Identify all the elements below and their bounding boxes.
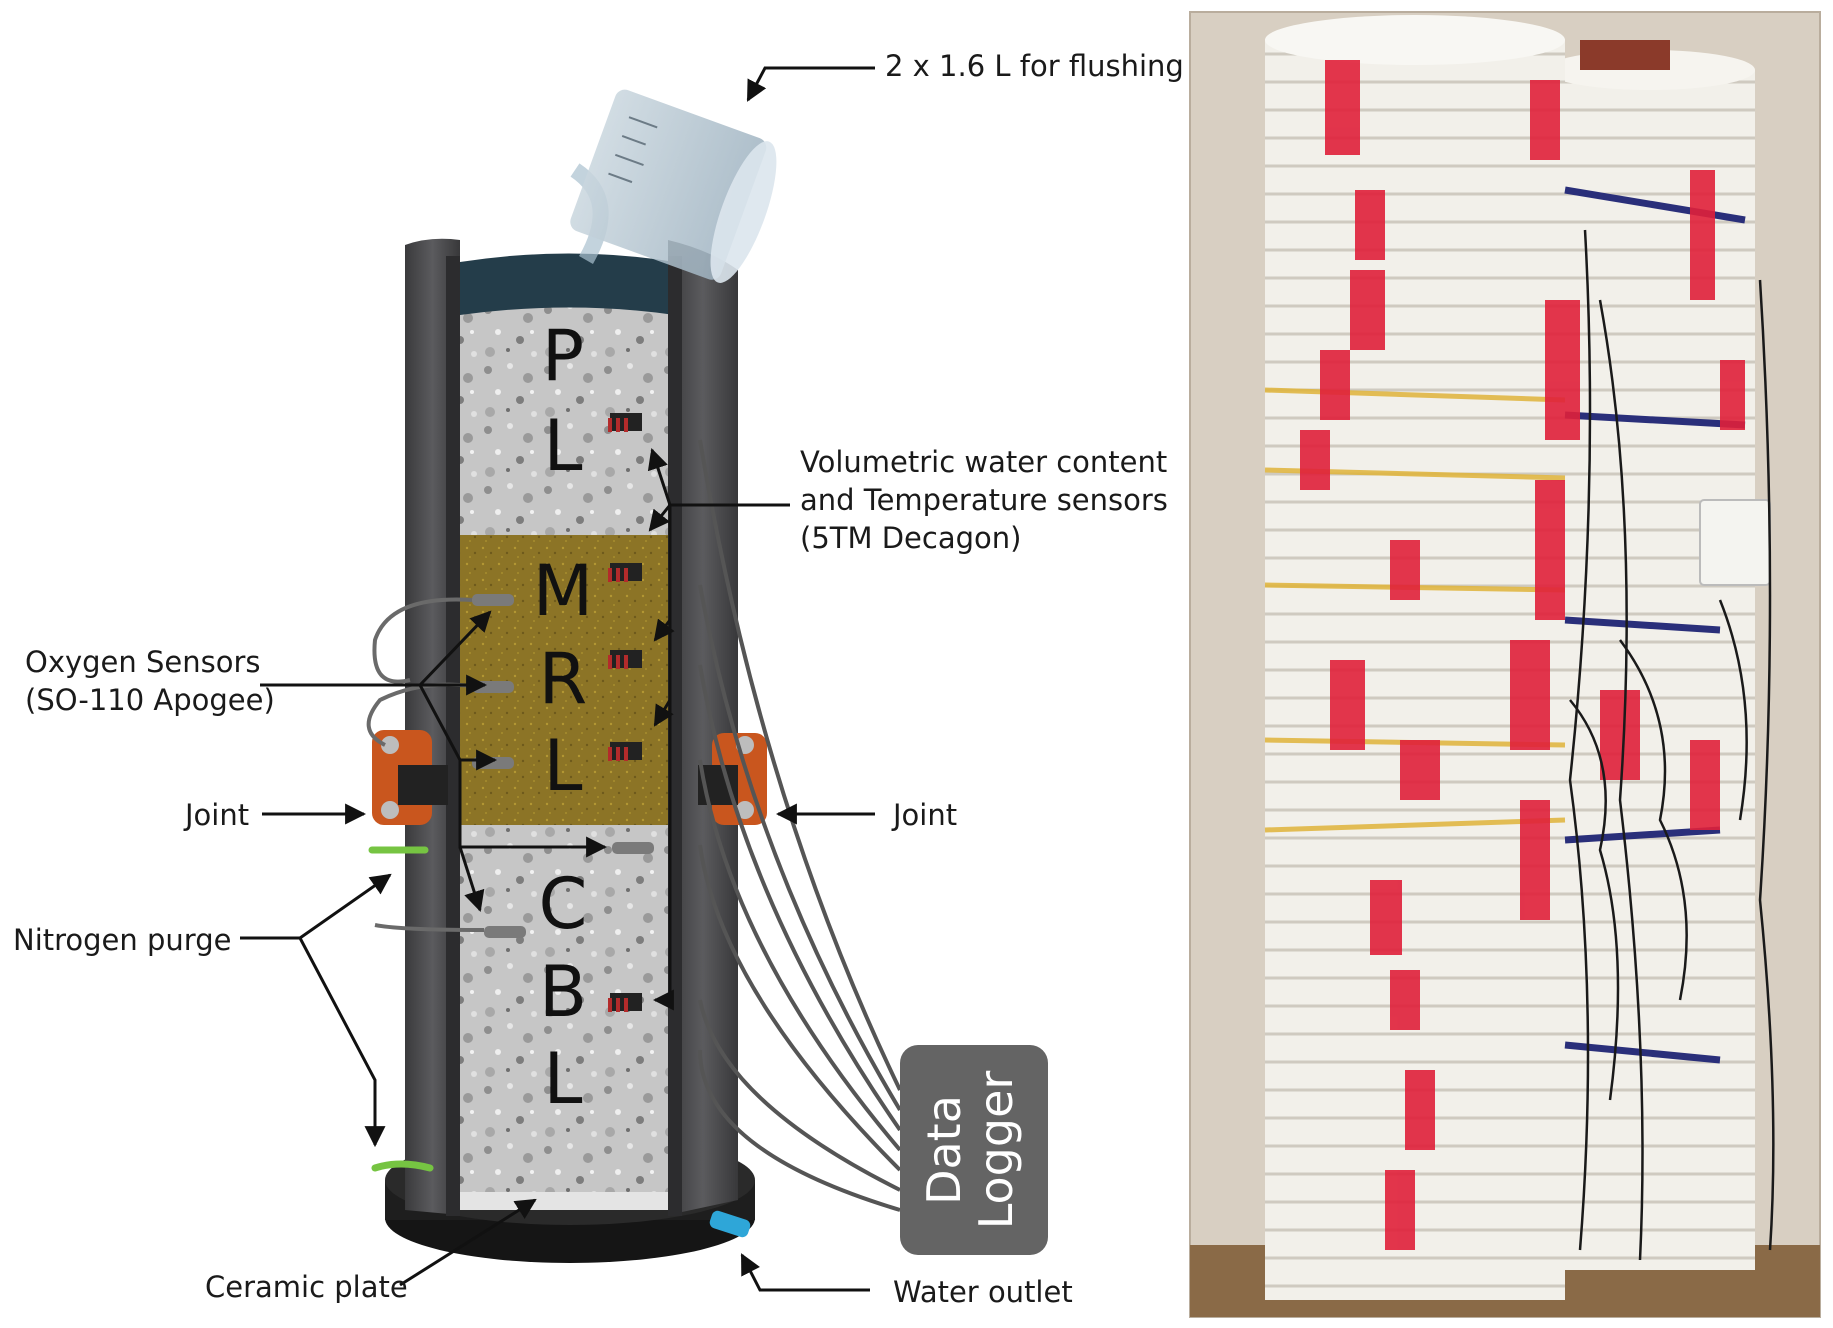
moisture-sensors xyxy=(608,413,642,1012)
label-oxygen-line2: (SO-110 Apogee) xyxy=(25,683,275,717)
annotation-arrows xyxy=(240,66,875,1292)
layer-letter-r: R xyxy=(539,638,588,720)
label-flushing: 2 x 1.6 L for flushing xyxy=(885,49,1184,83)
label-joint-right: Joint xyxy=(891,798,957,832)
label-vwc-line2: and Temperature sensors xyxy=(800,483,1168,517)
ceramic-plate xyxy=(460,1192,675,1210)
logger-cables xyxy=(698,439,902,1212)
layer-letter-p: P xyxy=(542,315,584,397)
foam-column-right xyxy=(1545,70,1755,1270)
layer-letter-l-bottom: L xyxy=(544,1038,583,1120)
layer-letter-b: B xyxy=(539,951,587,1033)
nitrogen-ring-lower xyxy=(371,1160,434,1172)
data-logger-label-line1: Data xyxy=(917,1095,971,1205)
label-water-outlet: Water outlet xyxy=(893,1275,1073,1309)
column-photo xyxy=(1189,11,1821,1318)
red-tape-patches xyxy=(1300,60,1745,1250)
data-logger-box xyxy=(900,1045,1048,1255)
5tm-sensor xyxy=(608,563,642,582)
water-outlet-tube xyxy=(709,1210,751,1238)
column-diagram: Data Logger P L M R L C B L xyxy=(13,49,1184,1309)
data-logger-label-line2: Logger xyxy=(969,1071,1023,1230)
label-ceramic: Ceramic plate xyxy=(205,1270,408,1304)
mrl-layer xyxy=(460,535,675,825)
5tm-sensor xyxy=(608,413,642,432)
label-vwc-line3: (5TM Decagon) xyxy=(800,521,1021,555)
label-nitrogen: Nitrogen purge xyxy=(13,923,231,957)
oxygen-probe xyxy=(612,842,654,854)
beaker-icon xyxy=(570,89,777,283)
layer-letter-c: C xyxy=(539,863,588,945)
data-logger: Data Logger xyxy=(900,1045,1048,1255)
cbl-layer xyxy=(460,825,675,1200)
layer-letter-l-mid: L xyxy=(544,725,583,807)
layer-letter-m: M xyxy=(533,550,593,632)
water-top xyxy=(460,253,675,315)
5tm-sensor xyxy=(608,993,642,1012)
sensor-box xyxy=(1699,499,1771,586)
joint-left-clamp xyxy=(372,730,448,825)
label-vwc-line1: Volumetric water content xyxy=(800,445,1167,479)
5tm-sensor xyxy=(608,742,642,761)
oxygen-probe xyxy=(472,681,514,693)
photo-cables xyxy=(1568,229,1775,1261)
layer-letter-l-top: L xyxy=(544,405,583,487)
label-oxygen-line1: Oxygen Sensors xyxy=(25,645,261,679)
column-wall-right xyxy=(668,240,738,1215)
oxygen-probe xyxy=(484,926,526,938)
5tm-sensor xyxy=(608,650,642,669)
label-joint-left: Joint xyxy=(183,798,249,832)
oxygen-probe xyxy=(472,594,514,606)
